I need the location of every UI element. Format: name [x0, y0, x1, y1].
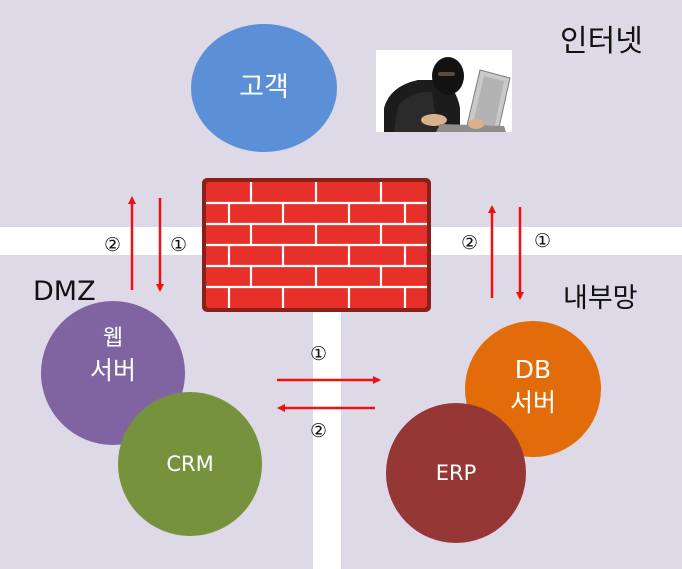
erp-label: ERP: [435, 460, 477, 485]
right-down-step: ①: [534, 230, 552, 252]
internal-zone-label: 내부망: [563, 283, 638, 314]
left-down-step: ①: [170, 234, 188, 256]
firewall-icon: [201, 177, 432, 313]
web-server-label-line2: 서버: [89, 356, 136, 386]
dmz-zone-label: DMZ: [33, 276, 96, 307]
crm-node: CRM: [118, 392, 262, 536]
internet-zone-label: 인터넷: [560, 24, 643, 59]
right-up-step: ②: [461, 232, 479, 254]
hacker-image: [376, 50, 512, 132]
customer-label: 고객: [239, 72, 289, 104]
erp-node: ERP: [386, 403, 526, 543]
db-server-label-line1: DB: [514, 355, 552, 385]
db-server-label-line2: 서버: [509, 388, 556, 417]
middle-left-step: ②: [310, 420, 328, 442]
customer-node: 고객: [191, 24, 337, 152]
left-up-step: ②: [104, 234, 122, 256]
middle-right-step: ①: [310, 343, 328, 365]
crm-label: CRM: [166, 451, 214, 476]
web-server-label-line1: 웹: [102, 325, 124, 351]
